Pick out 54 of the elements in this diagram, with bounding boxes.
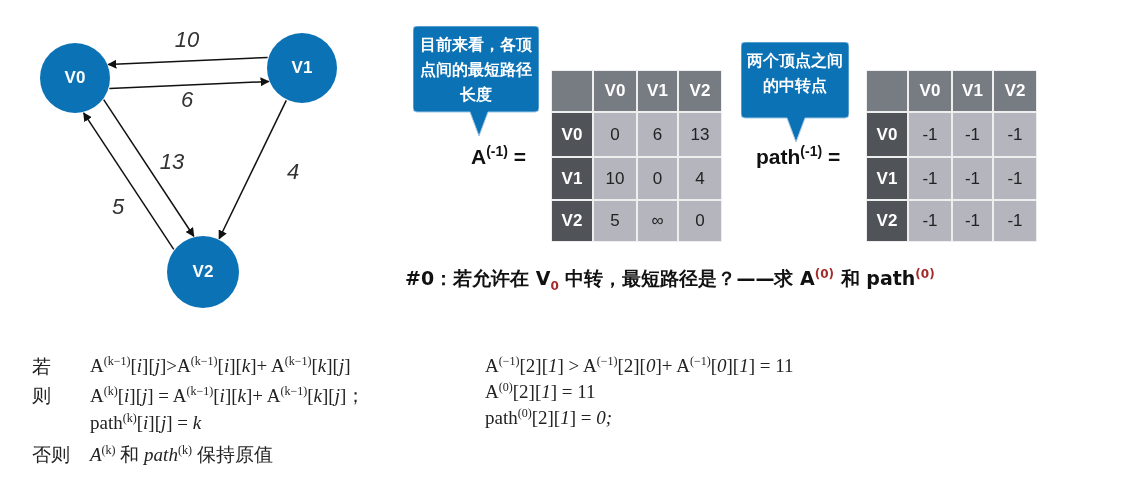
node-label: V1: [291, 58, 313, 78]
header-cell: V0: [593, 70, 637, 112]
table-cell: -1: [993, 200, 1037, 242]
formula: A$^{(k)}$ 和 path$^{(k)}$ 保持原值: [90, 442, 273, 467]
table-cell: ∞: [637, 200, 678, 242]
table-cell: -1: [908, 157, 952, 200]
header-cell: V0: [908, 70, 952, 112]
question-text: #0：若允许在 V$_{0}$ 中转，最短路径是？——求 A$^{(0)}$ 和 path$^{(0)}$: [405, 266, 935, 293]
formula: A$^{(−1)}$[2][1] > A$^{(−1)}$[2][0]+ A$^{(−1)}$[0][1] = 11: [485, 354, 794, 378]
callout-bubble: [413, 26, 539, 136]
table-cell: 0: [678, 200, 722, 242]
table-cell: 13: [678, 112, 722, 157]
header-cell: V1: [952, 70, 993, 112]
formula: path$^{(k)}$[i][j] = k: [90, 411, 202, 435]
table-cell: 4: [678, 157, 722, 200]
table-cell: 6: [637, 112, 678, 157]
table-cell: -1: [952, 200, 993, 242]
arrow: [107, 56, 269, 69]
formula: A$^{(k−1)}$[i][j]>A$^{(k−1)}$[i][k]+ A$^{(k−1)}$[k][j]: [90, 354, 351, 378]
table-cell: -1: [993, 157, 1037, 200]
node-label: V2: [192, 262, 214, 282]
header-cell: V2: [678, 70, 722, 112]
formula: A$^{(0)}$[2][1] = 11: [485, 380, 596, 404]
condition-word: 否则: [32, 443, 70, 467]
arrow: [108, 77, 270, 90]
callout-bubble: [741, 42, 849, 142]
table-cell: -1: [993, 112, 1037, 157]
header-cell: V2: [866, 200, 908, 242]
arrow: [82, 112, 175, 251]
header-cell: V1: [551, 157, 593, 200]
table-cell: -1: [952, 112, 993, 157]
arrow: [218, 99, 288, 240]
header-cell: V0: [551, 112, 593, 157]
condition-word: 若: [32, 355, 51, 379]
header-cell: V1: [637, 70, 678, 112]
table-cell: -1: [952, 157, 993, 200]
matrix-label: A$^{(-1)}$ =: [471, 143, 527, 169]
table-cell: 10: [593, 157, 637, 200]
header-cell: V0: [866, 112, 908, 157]
table-cell: -1: [908, 200, 952, 242]
header-cell: V2: [551, 200, 593, 242]
callout-text: 目前来看，各顶点间的最短路径长度: [419, 34, 533, 106]
formula: A$^{(k)}$[i][j] = A$^{(k−1)}$[i][k]+ A$^{(k−1)}$[k][j]；: [90, 383, 366, 408]
header-cell: V2: [993, 70, 1037, 112]
condition-word: 则: [32, 384, 51, 408]
table-cell: -1: [908, 112, 952, 157]
table-cell: 0: [593, 112, 637, 157]
table-cell: 0: [637, 157, 678, 200]
node-label: V0: [64, 68, 86, 88]
callout-text: 两个顶点之间的中转点: [746, 50, 844, 97]
formula: path$^{(0)}$[2][1] = 0;: [485, 406, 613, 430]
header-cell: V1: [866, 157, 908, 200]
table-cell: 5: [593, 200, 637, 242]
arrow: [102, 98, 195, 237]
